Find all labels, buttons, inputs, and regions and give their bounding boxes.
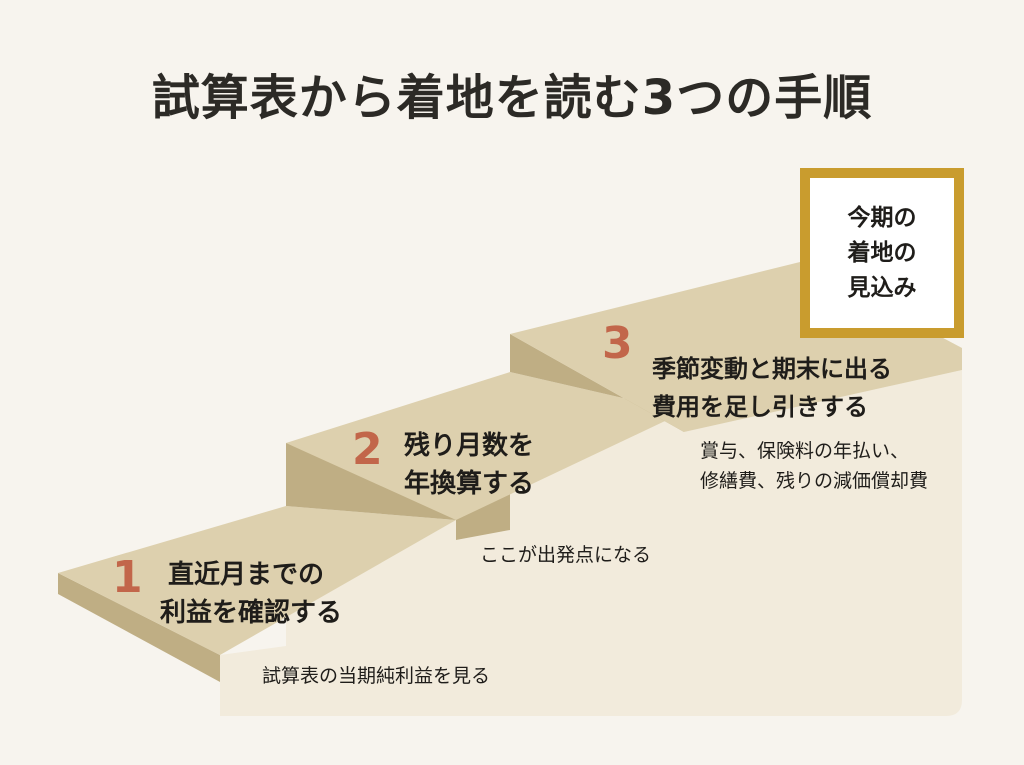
step-3-note-line-2: 修繕費、残りの減価償却費 [700, 470, 929, 492]
step-3-title-line-1: 季節変動と期末に出る [652, 355, 892, 383]
goal-line-1: 今期の [847, 204, 917, 231]
step-2-top [286, 372, 684, 520]
staircase-body [220, 370, 962, 716]
step-1-title: 直近月までの 利益を確認する [160, 556, 342, 632]
step-3-note-line-1: 賞与、保険料の年払い、 [700, 440, 910, 462]
step-1-riser [58, 573, 220, 682]
step-3-note: 賞与、保険料の年払い、 修繕費、残りの減価償却費 [700, 436, 928, 496]
step-2-title-line-1: 残り月数を [404, 431, 535, 461]
step-1-number: 1 [112, 552, 143, 603]
step-3-title: 季節変動と期末に出る 費用を足し引きする [652, 350, 892, 426]
step-3-number: 3 [602, 318, 633, 369]
step-2-number: 2 [352, 424, 383, 475]
step-1-note: 試算表の当期純利益を見る [262, 665, 491, 687]
step-1-top [58, 506, 456, 655]
goal-line-2: 着地の [847, 239, 917, 266]
goal-box: 今期の 着地の 見込み [800, 168, 964, 338]
goal-line-3: 見込み [847, 274, 917, 301]
page-title: 試算表から着地を読む3つの手順 [151, 70, 873, 126]
step-2-title: 残り月数を 年換算する [404, 427, 534, 503]
step-2-title-line-2: 年換算する [404, 469, 535, 499]
step-2-note: ここが出発点になる [480, 544, 652, 566]
step-3-title-line-2: 費用を足し引きする [652, 393, 868, 421]
step-1-title-line-1: 直近月までの [168, 560, 325, 590]
step-1-title-line-2: 利益を確認する [160, 598, 343, 628]
